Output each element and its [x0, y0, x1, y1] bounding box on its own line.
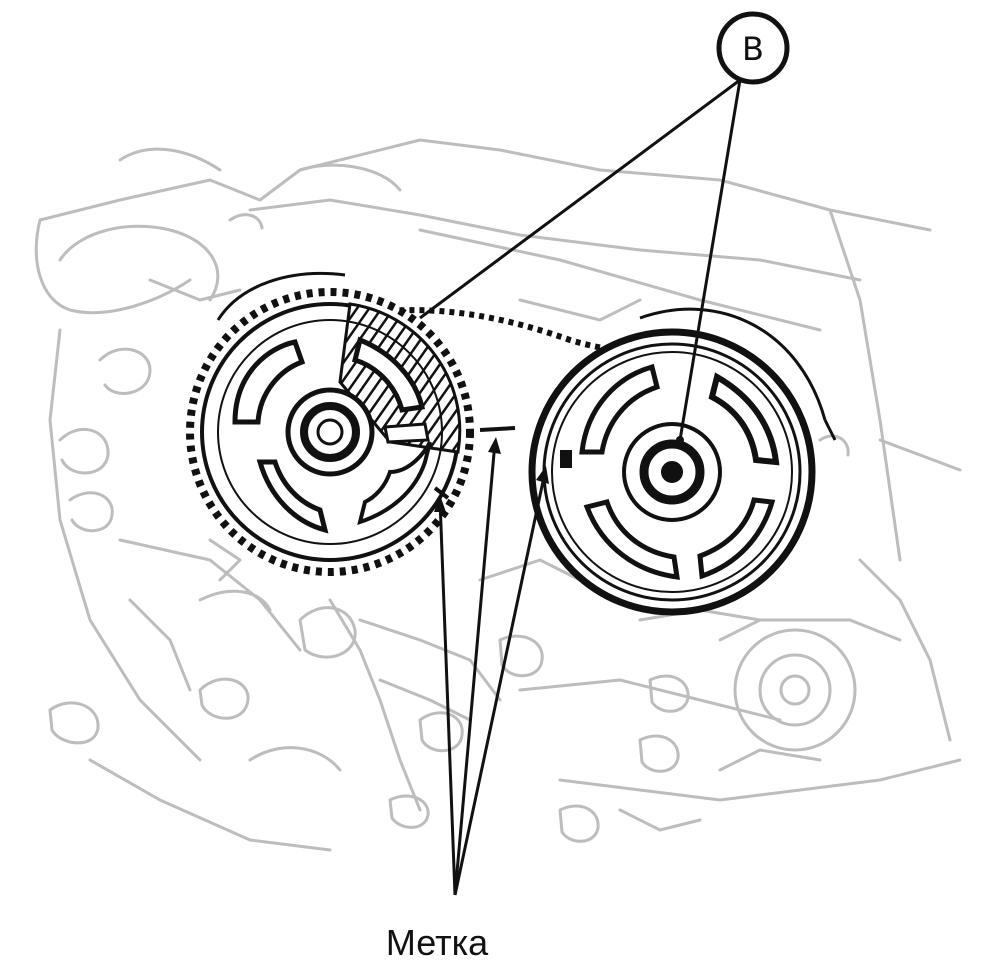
exhaust-camshaft-sprocket: [528, 328, 816, 616]
callout-point-right: [676, 436, 684, 444]
callout-leader-lines: [419, 78, 742, 441]
mark-label: Метка: [386, 922, 489, 963]
belt-cover-arcs: [216, 271, 837, 441]
callout-b: B: [716, 11, 790, 85]
arrow-head-middle: [488, 437, 501, 454]
intake-camshaft-sprocket: [186, 288, 474, 576]
callout-b-label: B: [742, 30, 764, 68]
engine-block-background: [34, 138, 962, 852]
mark-leader-lines: [438, 441, 547, 896]
callout-circle: [716, 11, 790, 85]
arrow-head-right: [536, 466, 549, 484]
timing-marks: [433, 426, 516, 500]
arrow-head-left: [434, 495, 446, 512]
mark-arrowheads: [434, 437, 549, 512]
